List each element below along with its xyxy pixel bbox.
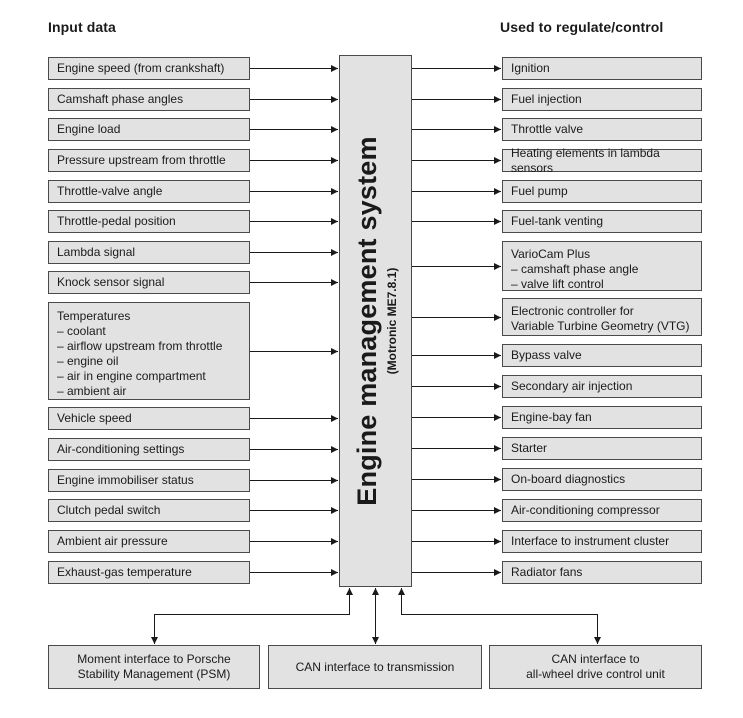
- input-temperatures: Temperatures – coolant – airflow upstrea…: [48, 302, 250, 400]
- output-ac-compressor: Air-conditioning compressor: [502, 499, 702, 522]
- arrow-interface-awd: [398, 588, 601, 644]
- output-vtg-controller: Electronic controller for Variable Turbi…: [502, 298, 702, 336]
- input-ambient-pressure: Ambient air pressure: [48, 530, 250, 553]
- output-lambda-heating: Heating elements in lambda sensors: [502, 146, 702, 175]
- output-fuel-tank-venting: Fuel-tank venting: [502, 210, 702, 233]
- output-ignition: Ignition: [502, 57, 702, 80]
- input-throttle-valve-angle: Throttle-valve angle: [48, 180, 250, 203]
- output-header: Used to regulate/control: [500, 19, 664, 35]
- input-pressure-upstream: Pressure upstream from throttle: [48, 149, 250, 172]
- output-fuel-pump: Fuel pump: [502, 180, 702, 203]
- output-radiator-fans: Radiator fans: [502, 561, 702, 584]
- input-lambda-signal: Lambda signal: [48, 241, 250, 264]
- input-engine-speed: Engine speed (from crankshaft): [48, 57, 250, 80]
- input-clutch-pedal: Clutch pedal switch: [48, 499, 250, 522]
- input-camshaft-phase: Camshaft phase angles: [48, 88, 250, 111]
- output-bypass-valve: Bypass valve: [502, 344, 702, 367]
- output-variocam: VarioCam Plus – camshaft phase angle – v…: [502, 241, 702, 291]
- input-immobiliser-status: Engine immobiliser status: [48, 469, 250, 492]
- engine-management-box: Engine management system (Motronic ME7.8…: [339, 55, 412, 587]
- output-engine-bay-fan: Engine-bay fan: [502, 406, 702, 429]
- input-vehicle-speed: Vehicle speed: [48, 407, 250, 430]
- input-engine-load: Engine load: [48, 118, 250, 141]
- interface-can-transmission: CAN interface to transmission: [268, 645, 482, 689]
- interface-can-awd: CAN interface to all-wheel drive control…: [489, 645, 702, 689]
- output-instrument-cluster: Interface to instrument cluster: [502, 530, 702, 553]
- interface-psm: Moment interface to Porsche Stability Ma…: [48, 645, 260, 689]
- output-secondary-air: Secondary air injection: [502, 375, 702, 398]
- input-knock-sensor: Knock sensor signal: [48, 271, 250, 294]
- output-onboard-diagnostics: On-board diagnostics: [502, 468, 702, 491]
- input-throttle-pedal: Throttle-pedal position: [48, 210, 250, 233]
- input-data-header: Input data: [48, 19, 116, 35]
- input-exhaust-gas-temp: Exhaust-gas temperature: [48, 561, 250, 584]
- output-fuel-injection: Fuel injection: [502, 88, 702, 111]
- input-ac-settings: Air-conditioning settings: [48, 438, 250, 461]
- arrow-interface-psm: [151, 588, 353, 644]
- output-throttle-valve: Throttle valve: [502, 118, 702, 141]
- output-starter: Starter: [502, 437, 702, 460]
